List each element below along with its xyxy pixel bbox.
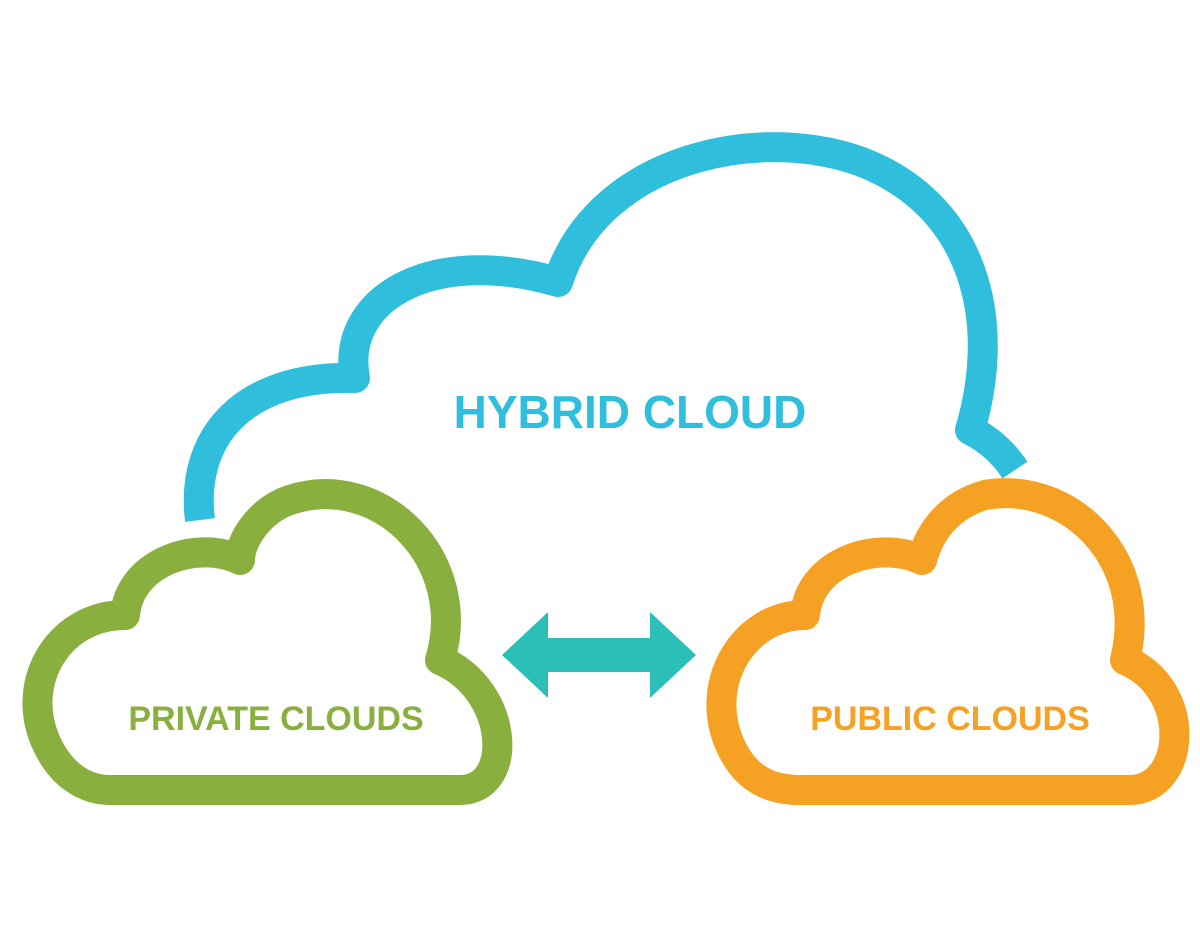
private-cloud-outline (22, 479, 513, 805)
hybrid-cloud-shape (183, 132, 1028, 522)
private-cloud-shape (22, 479, 513, 805)
double-arrow-shape (502, 612, 696, 698)
public-cloud-label: PUBLIC CLOUDS (810, 700, 1090, 738)
hybrid-cloud-outline (183, 132, 1028, 522)
double-arrow-icon (502, 612, 696, 698)
private-cloud-label: PRIVATE CLOUDS (128, 700, 423, 738)
public-cloud-outline (706, 478, 1190, 805)
hybrid-cloud-label: HYBRID CLOUD (454, 386, 807, 438)
public-cloud-shape (706, 478, 1190, 805)
